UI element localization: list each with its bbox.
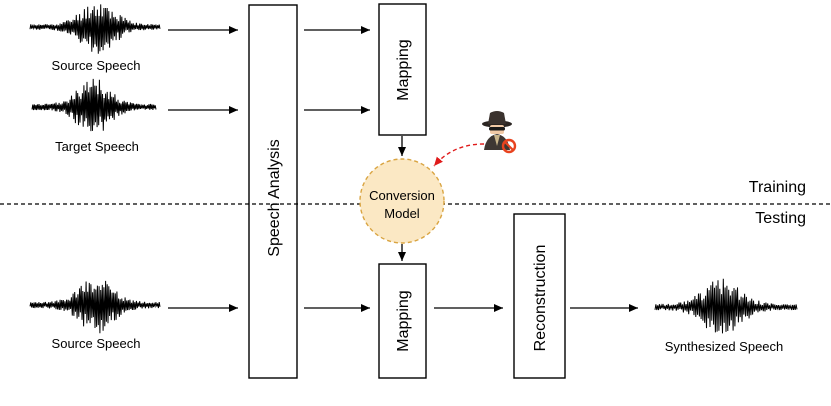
testing-label: Testing: [755, 210, 806, 227]
mapping-label-bottom: Mapping: [395, 290, 412, 351]
waveform-icon: [654, 278, 798, 334]
waveform-icon: [29, 4, 161, 54]
reconstruction-box: [513, 213, 566, 379]
waveform-trace: [654, 278, 798, 334]
mapping-label-top: Mapping: [395, 39, 412, 100]
reconstruction-label: Reconstruction: [532, 245, 549, 352]
waveform-icon: [31, 78, 157, 132]
waveform-trace: [29, 4, 161, 54]
synthesized-speech-label: Synthesized Speech: [665, 339, 784, 354]
waveform-trace: [29, 280, 161, 334]
attack-arrow: [433, 143, 485, 167]
mapping-box-top: [378, 3, 427, 136]
source-speech-label-top: Source Speech: [52, 58, 141, 73]
source-speech-label-bottom: Source Speech: [52, 336, 141, 351]
conversion-model-label-line1: Conversion: [369, 188, 435, 203]
conversion-model-node: [359, 158, 445, 244]
waveform-icon: [29, 280, 161, 334]
conversion-model-label-line2: Model: [384, 206, 420, 221]
training-label: Training: [749, 179, 806, 196]
mapping-box-bottom: [378, 263, 427, 379]
speech-analysis-label: Speech Analysis: [266, 139, 283, 256]
target-speech-label: Target Speech: [55, 139, 139, 154]
speech-analysis-box: [248, 4, 298, 379]
attacker-icon: [482, 111, 517, 154]
waveform-trace: [31, 78, 157, 132]
